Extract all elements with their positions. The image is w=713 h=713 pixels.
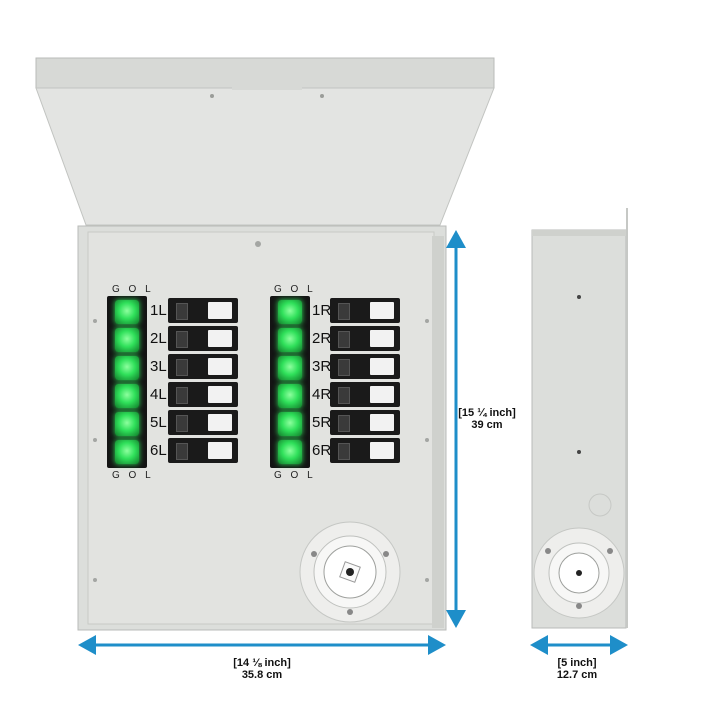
breaker-sticker: [208, 302, 232, 319]
breaker-icon[interactable]: [330, 354, 400, 379]
breaker-icon[interactable]: [168, 354, 238, 379]
breaker-sticker: [208, 442, 232, 459]
rocker-switch-icon[interactable]: [278, 412, 302, 436]
rocker-switch-icon[interactable]: [278, 328, 302, 352]
circuit-label-5l: 5L: [150, 414, 167, 431]
breaker-handle[interactable]: [338, 331, 350, 348]
height-inch: [15 ¼ inch]: [458, 407, 516, 419]
breaker-icon[interactable]: [168, 326, 238, 351]
breaker-handle[interactable]: [338, 387, 350, 404]
breaker-handle[interactable]: [176, 443, 188, 460]
breaker-handle[interactable]: [176, 331, 188, 348]
breaker-sticker: [208, 414, 232, 431]
circuit-labels-left: 1L 2L 3L 4L 5L 6L: [148, 298, 170, 466]
breaker-sticker: [208, 358, 232, 375]
circuit-label-6l: 6L: [150, 442, 167, 459]
circuit-label-1r: 1R: [312, 302, 332, 319]
width-cm: 35.8 cm: [241, 669, 283, 681]
switch-strip-left: [107, 296, 147, 468]
circuit-labels-right: 1R 2R 3R 4R 5R 6R: [310, 298, 332, 466]
circuit-label-4r: 4R: [312, 386, 332, 403]
breaker-sticker: [370, 358, 394, 375]
breaker-column-left: [168, 298, 238, 466]
circuit-label-2r: 2R: [312, 330, 332, 347]
breaker-sticker: [208, 330, 232, 347]
rocker-switch-icon[interactable]: [278, 356, 302, 380]
breaker-handle[interactable]: [176, 303, 188, 320]
circuit-label-3r: 3R: [312, 358, 332, 375]
breaker-column-right: [330, 298, 400, 466]
breaker-icon[interactable]: [330, 382, 400, 407]
breaker-icon[interactable]: [168, 410, 238, 435]
power-inlet-icon: [299, 521, 401, 623]
breaker-handle[interactable]: [176, 387, 188, 404]
breaker-sticker: [370, 302, 394, 319]
rocker-switch-icon[interactable]: [278, 440, 302, 464]
breaker-sticker: [370, 330, 394, 347]
side-power-inlet-icon: [533, 527, 625, 619]
rocker-switch-icon[interactable]: [115, 300, 139, 324]
circuit-label-5r: 5R: [312, 414, 332, 431]
rocker-switch-icon[interactable]: [278, 384, 302, 408]
breaker-handle[interactable]: [176, 359, 188, 376]
legend-right-bottom: G O L: [274, 470, 316, 481]
breaker-handle[interactable]: [338, 359, 350, 376]
breaker-icon[interactable]: [330, 438, 400, 463]
depth-cm: 12.7 cm: [556, 669, 598, 681]
rocker-switch-icon[interactable]: [115, 356, 139, 380]
width-inch: [14 ⅛ inch]: [233, 657, 291, 669]
height-cm: 39 cm: [471, 419, 503, 431]
width-dimension-label: [14 ⅛ inch] 35.8 cm: [222, 657, 302, 681]
depth-inch: [5 inch]: [557, 657, 597, 669]
breaker-icon[interactable]: [330, 326, 400, 351]
breaker-icon[interactable]: [168, 298, 238, 323]
circuit-label-6r: 6R: [312, 442, 332, 459]
rocker-switch-icon[interactable]: [115, 384, 139, 408]
breaker-handle[interactable]: [338, 415, 350, 432]
legend-left-bottom: G O L: [112, 470, 154, 481]
depth-dimension-label: [5 inch] 12.7 cm: [546, 657, 608, 681]
breaker-icon[interactable]: [330, 298, 400, 323]
breaker-handle[interactable]: [338, 303, 350, 320]
rocker-switch-icon[interactable]: [278, 300, 302, 324]
rocker-switch-icon[interactable]: [115, 328, 139, 352]
switch-strip-right: [270, 296, 310, 468]
breaker-handle[interactable]: [176, 415, 188, 432]
legend-right-top: G O L: [274, 284, 316, 295]
circuit-label-1l: 1L: [150, 302, 167, 319]
breaker-sticker: [370, 414, 394, 431]
breaker-handle[interactable]: [338, 443, 350, 460]
circuit-label-3l: 3L: [150, 358, 167, 375]
breaker-icon[interactable]: [168, 438, 238, 463]
circuit-label-2l: 2L: [150, 330, 167, 347]
breaker-sticker: [370, 442, 394, 459]
height-dimension-label: [15 ¼ inch] 39 cm: [456, 407, 518, 431]
circuit-label-4l: 4L: [150, 386, 167, 403]
breaker-sticker: [370, 386, 394, 403]
breaker-icon[interactable]: [330, 410, 400, 435]
breaker-icon[interactable]: [168, 382, 238, 407]
rocker-switch-icon[interactable]: [115, 412, 139, 436]
legend-left-top: G O L: [112, 284, 154, 295]
breaker-sticker: [208, 386, 232, 403]
rocker-switch-icon[interactable]: [115, 440, 139, 464]
